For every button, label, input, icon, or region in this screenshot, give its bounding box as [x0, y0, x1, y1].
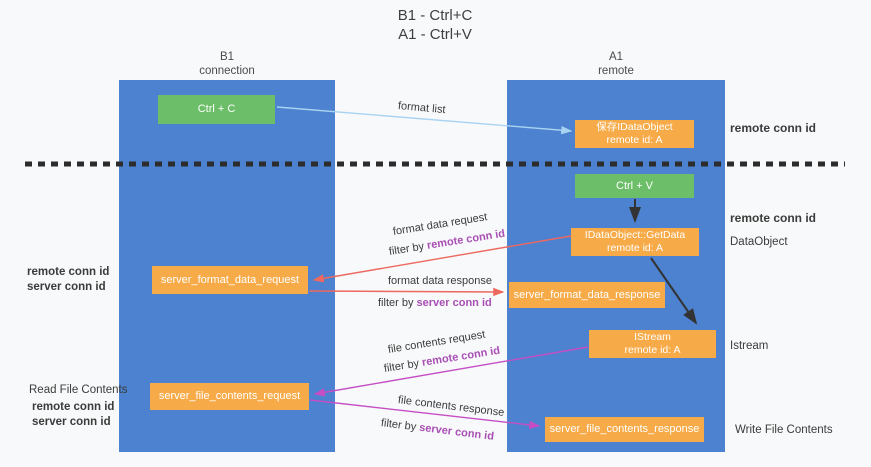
label-filter-server-1: filter by server conn id [378, 297, 492, 309]
node-store-idataobject-line2: remote id: A [606, 134, 663, 146]
label-file-contents-response: file contents response [397, 394, 505, 419]
label-format-list: format list [397, 100, 447, 117]
diagram-title: B1 - Ctrl+C A1 - Ctrl+V [285, 6, 585, 44]
label-filter-by-text-4: filter by [380, 417, 417, 434]
side-label-remote-conn-id-left2: remote conn id [32, 401, 115, 413]
side-label-read-file-contents: Read File Contents [29, 384, 128, 396]
label-remote-conn-id-1: remote conn id [426, 227, 506, 252]
node-istream-line2: remote id: A [624, 344, 681, 356]
node-ctrl-c-label: Ctrl + C [197, 103, 236, 115]
node-ctrl-v-label: Ctrl + V [616, 179, 653, 192]
node-idataobject-getdata: IDataObject::GetData remote id: A [571, 228, 699, 256]
node-server-file-contents-request: server_file_contents_request [150, 383, 309, 410]
label-filter-by-text-2: filter by [378, 297, 414, 309]
side-label-remote-conn-id-top: remote conn id [730, 121, 817, 135]
node-server-file-contents-request-label: server_file_contents_request [158, 390, 301, 402]
node-ctrl-v: Ctrl + V [575, 174, 694, 198]
lane-header-a1-subtitle: remote [598, 65, 634, 77]
node-idataobject-getdata-line2: remote id: A [606, 242, 664, 254]
diagram-title-line1: B1 - Ctrl+C [397, 7, 473, 24]
label-filter-by-text-1: filter by [388, 240, 425, 258]
side-label-remote-conn-id-mid: remote conn id [730, 211, 817, 225]
lane-header-b1-subtitle: connection [199, 65, 255, 77]
node-store-idataobject: 保存IDataObject remote id: A [575, 120, 694, 148]
node-server-file-contents-response: server_file_contents_response [545, 417, 704, 442]
node-idataobject-getdata-line1: IDataObject::GetData [584, 229, 686, 241]
side-label-write-file-contents: Write File Contents [735, 424, 833, 436]
node-server-format-data-response-label: server_format_data_response [513, 288, 661, 301]
lane-header-a1-title: A1 [608, 51, 624, 63]
lane-header-b1: B1 connection [119, 50, 335, 78]
node-istream: IStream remote id: A [589, 330, 716, 358]
lane-header-a1: A1 remote [507, 50, 725, 78]
label-server-conn-id-2: server conn id [418, 421, 495, 443]
format-data-response-arrow [308, 287, 505, 297]
label-format-data-response: format data response [388, 275, 492, 287]
lane-header-b1-title: B1 [219, 51, 235, 63]
node-server-format-data-request: server_format_data_request [152, 266, 308, 294]
node-server-format-data-request-label: server_format_data_request [160, 273, 300, 286]
node-istream-line1: IStream [634, 331, 671, 343]
label-filter-by-text-3: filter by [383, 357, 420, 375]
side-label-server-conn-id-left2: server conn id [32, 416, 111, 428]
node-server-format-data-response: server_format_data_response [509, 282, 665, 308]
side-label-server-conn-id-left1: server conn id [27, 281, 106, 293]
side-label-dataobject: DataObject [730, 236, 788, 248]
node-ctrl-c: Ctrl + C [158, 95, 275, 124]
node-server-file-contents-response-label: server_file_contents_response [549, 423, 700, 435]
diagram-title-line2: A1 - Ctrl+V [398, 26, 472, 43]
node-store-idataobject-line1: 保存IDataObject [596, 121, 673, 133]
label-filter-server-2: filter by server conn id [380, 417, 494, 443]
side-label-istream: Istream [730, 340, 769, 352]
label-server-conn-id-1: server conn id [416, 297, 492, 309]
side-label-remote-conn-id-left1: remote conn id [27, 266, 110, 278]
